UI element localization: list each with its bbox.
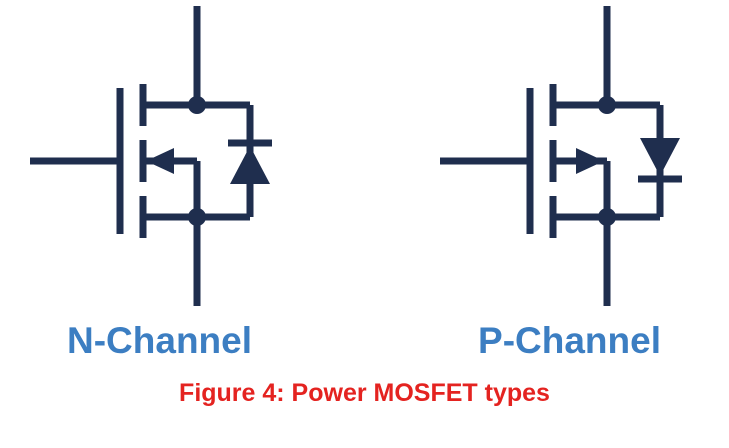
n-channel-mosfet-symbol [29,6,272,306]
figure-n-channel: N-Channel [29,6,290,361]
body-connection [552,148,610,217]
drain-terminal [552,6,660,114]
body-connection [142,148,200,217]
mosfet-figures-row: N-Channel [29,6,700,361]
p-channel-mosfet-symbol [439,6,682,306]
n-channel-label: N-Channel [67,320,252,361]
source-terminal [552,208,660,306]
drain-terminal [142,6,250,114]
drain-junction-dot [187,96,206,114]
diode-triangle-up [229,146,270,184]
gate-terminal [29,88,123,234]
source-terminal [142,208,250,306]
body-arrow-in [145,148,174,174]
gate-terminal [439,88,533,234]
body-arrow-out [575,148,604,174]
p-channel-label: P-Channel [478,320,661,361]
diode-triangle-down [639,138,680,176]
body-diode [637,105,682,217]
figure-caption: Figure 4: Power MOSFET types [179,379,550,407]
drain-junction-dot [597,96,616,114]
body-diode [227,105,272,217]
figure-p-channel: P-Channel [439,6,700,361]
